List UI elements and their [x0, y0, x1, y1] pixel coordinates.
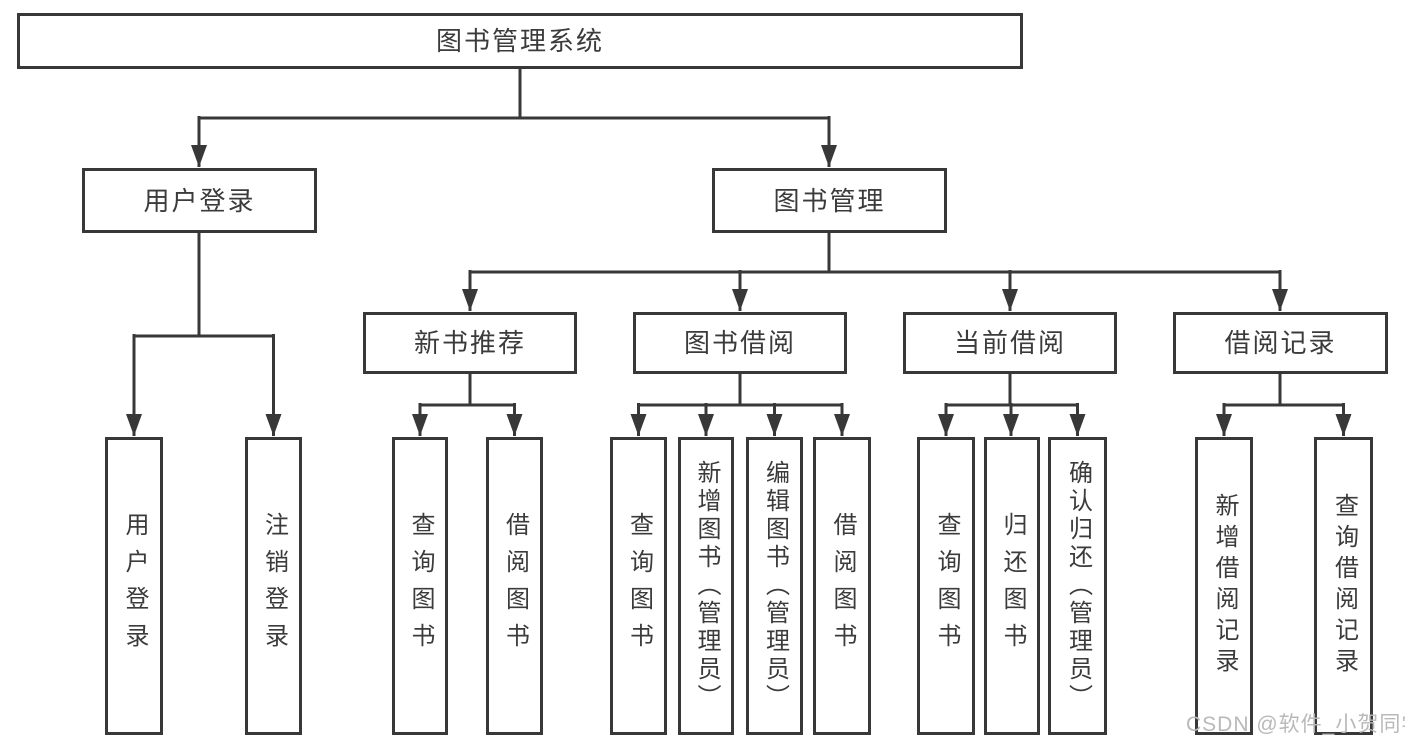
csdn-watermark: CSDN @软件_小贺同学 — [1186, 713, 1405, 736]
leaf-add-book-label: 新增图书（管理员） — [693, 460, 720, 712]
leaf-edit-book-label: 编辑图书（管理员） — [761, 460, 789, 712]
node-borrow-records-label: 借阅记录 — [1224, 328, 1337, 358]
leaf-user-login-label: 用户登录 — [121, 512, 148, 660]
node-user-login-label: 用户登录 — [143, 185, 256, 216]
leaf-query-book-3-label: 查询图书 — [933, 512, 960, 660]
node-book-mgmt: 图书管理 — [712, 168, 947, 233]
leaf-query-book-3: 查询图书 — [917, 437, 975, 735]
leaf-add-record-label: 新增借阅记录 — [1211, 493, 1238, 679]
leaf-add-book: 新增图书（管理员） — [678, 437, 734, 735]
leaf-return-book-label: 归还图书 — [999, 512, 1026, 660]
leaf-borrow-book-2: 借阅图书 — [813, 437, 871, 735]
node-root: 图书管理系统 — [17, 13, 1023, 69]
node-book-mgmt-label: 图书管理 — [773, 185, 886, 216]
leaf-query-book-2: 查询图书 — [610, 437, 667, 735]
leaf-query-book-1-label: 查询图书 — [407, 512, 434, 660]
node-new-book-rec: 新书推荐 — [363, 312, 577, 374]
node-current-borrow-label: 当前借阅 — [953, 328, 1066, 358]
leaf-borrow-book-1: 借阅图书 — [486, 437, 543, 735]
leaf-confirm-return: 确认归还（管理员） — [1048, 437, 1107, 735]
leaf-borrow-book-2-label: 借阅图书 — [829, 512, 856, 660]
leaf-confirm-return-label: 确认归还（管理员） — [1064, 460, 1092, 712]
node-book-borrow-label: 图书借阅 — [683, 328, 796, 358]
leaf-edit-book: 编辑图书（管理员） — [746, 437, 803, 735]
leaf-query-record-label: 查询借阅记录 — [1330, 493, 1358, 679]
leaf-query-book-1: 查询图书 — [392, 437, 448, 735]
leaf-return-book: 归还图书 — [984, 437, 1040, 735]
leaf-borrow-book-1-label: 借阅图书 — [501, 512, 529, 660]
node-current-borrow: 当前借阅 — [903, 312, 1117, 374]
leaf-query-record: 查询借阅记录 — [1314, 437, 1373, 735]
leaf-user-login: 用户登录 — [105, 437, 163, 735]
node-borrow-records: 借阅记录 — [1173, 312, 1388, 374]
leaf-add-record: 新增借阅记录 — [1195, 437, 1253, 735]
leaf-logout-label: 注销登录 — [260, 512, 288, 660]
leaf-logout: 注销登录 — [245, 437, 302, 735]
node-root-label: 图书管理系统 — [435, 26, 604, 56]
node-book-borrow: 图书借阅 — [633, 312, 847, 374]
node-user-login: 用户登录 — [82, 168, 317, 233]
node-new-book-rec-label: 新书推荐 — [413, 328, 526, 358]
leaf-query-book-2-label: 查询图书 — [625, 512, 653, 660]
